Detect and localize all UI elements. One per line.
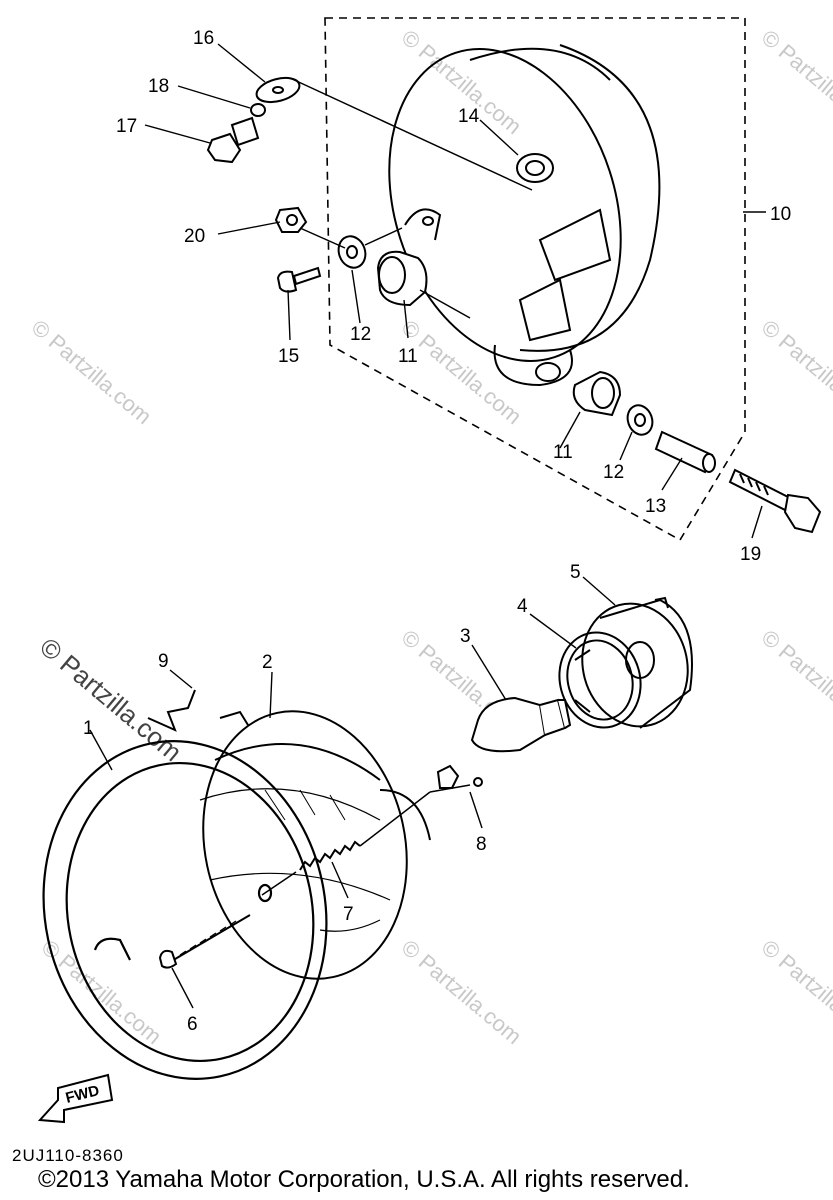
watermark: © Partzilla.com <box>757 625 833 739</box>
hex-bolt <box>206 116 260 164</box>
callout-2: 2 <box>262 652 273 673</box>
callout-6: 6 <box>187 1014 198 1035</box>
assembly-boundary <box>324 17 746 542</box>
adjusting-nut <box>436 764 483 789</box>
callout-5: 5 <box>570 562 581 583</box>
callout-leaders <box>89 43 766 1009</box>
callout-17: 17 <box>116 116 137 137</box>
copyright-notice: ©2013 Yamaha Motor Corporation, U.S.A. A… <box>38 1166 690 1193</box>
collar <box>654 430 716 474</box>
adjusting-spring <box>299 840 361 871</box>
callout-18: 18 <box>148 76 169 97</box>
assembly-lines <box>261 784 471 896</box>
watermark: © Partzilla.com <box>757 25 833 139</box>
callout-15: 15 <box>278 346 299 367</box>
damper <box>376 250 428 307</box>
screw <box>276 266 322 293</box>
callout-12: 12 <box>350 324 371 345</box>
callout-12: 12 <box>603 462 624 483</box>
headlight-housing <box>388 44 661 387</box>
callout-13: 13 <box>645 496 666 517</box>
diagram-ref-code: 2UJ110-8360 <box>12 1146 124 1165</box>
callout-16: 16 <box>193 28 214 49</box>
lens-unit <box>199 710 431 980</box>
callout-11: 11 <box>398 346 418 367</box>
washer <box>337 235 367 269</box>
callout-19: 19 <box>740 544 761 565</box>
watermarks: © Partzilla.com © Partzilla.com © Partzi… <box>27 25 833 1049</box>
adjusting-screw <box>158 914 251 969</box>
grommet <box>516 153 554 183</box>
callout-labels: 16 18 17 14 20 15 12 11 10 11 12 13 19 5… <box>83 28 791 1035</box>
callout-20: 20 <box>184 226 205 247</box>
callout-3: 3 <box>460 626 471 647</box>
watermark: © Partzilla.com <box>757 315 833 429</box>
callout-1: 1 <box>83 718 94 739</box>
plate-washer <box>255 76 301 104</box>
callout-11: 11 <box>553 442 573 463</box>
watermark: © Partzilla.com <box>27 315 157 429</box>
lock-washer <box>250 103 266 117</box>
forward-arrow: FWD <box>37 1073 114 1124</box>
spring-clip <box>147 689 196 732</box>
callout-14: 14 <box>458 106 480 127</box>
watermark: © Partzilla.com <box>397 935 527 1049</box>
headlight-rim <box>42 740 328 1080</box>
bulb <box>470 696 572 753</box>
nut <box>274 206 308 233</box>
callout-9: 9 <box>158 651 169 672</box>
bolt <box>728 468 822 534</box>
assembly-lines <box>289 77 533 319</box>
socket-cover <box>581 596 693 729</box>
callout-4: 4 <box>517 596 528 617</box>
callout-10: 10 <box>770 204 791 225</box>
watermark: © Partzilla.com <box>757 935 833 1049</box>
washer <box>626 404 654 436</box>
damper <box>572 370 622 417</box>
callout-7: 7 <box>343 904 354 925</box>
watermark: © Partzilla.com <box>37 935 167 1049</box>
callout-8: 8 <box>476 834 487 855</box>
